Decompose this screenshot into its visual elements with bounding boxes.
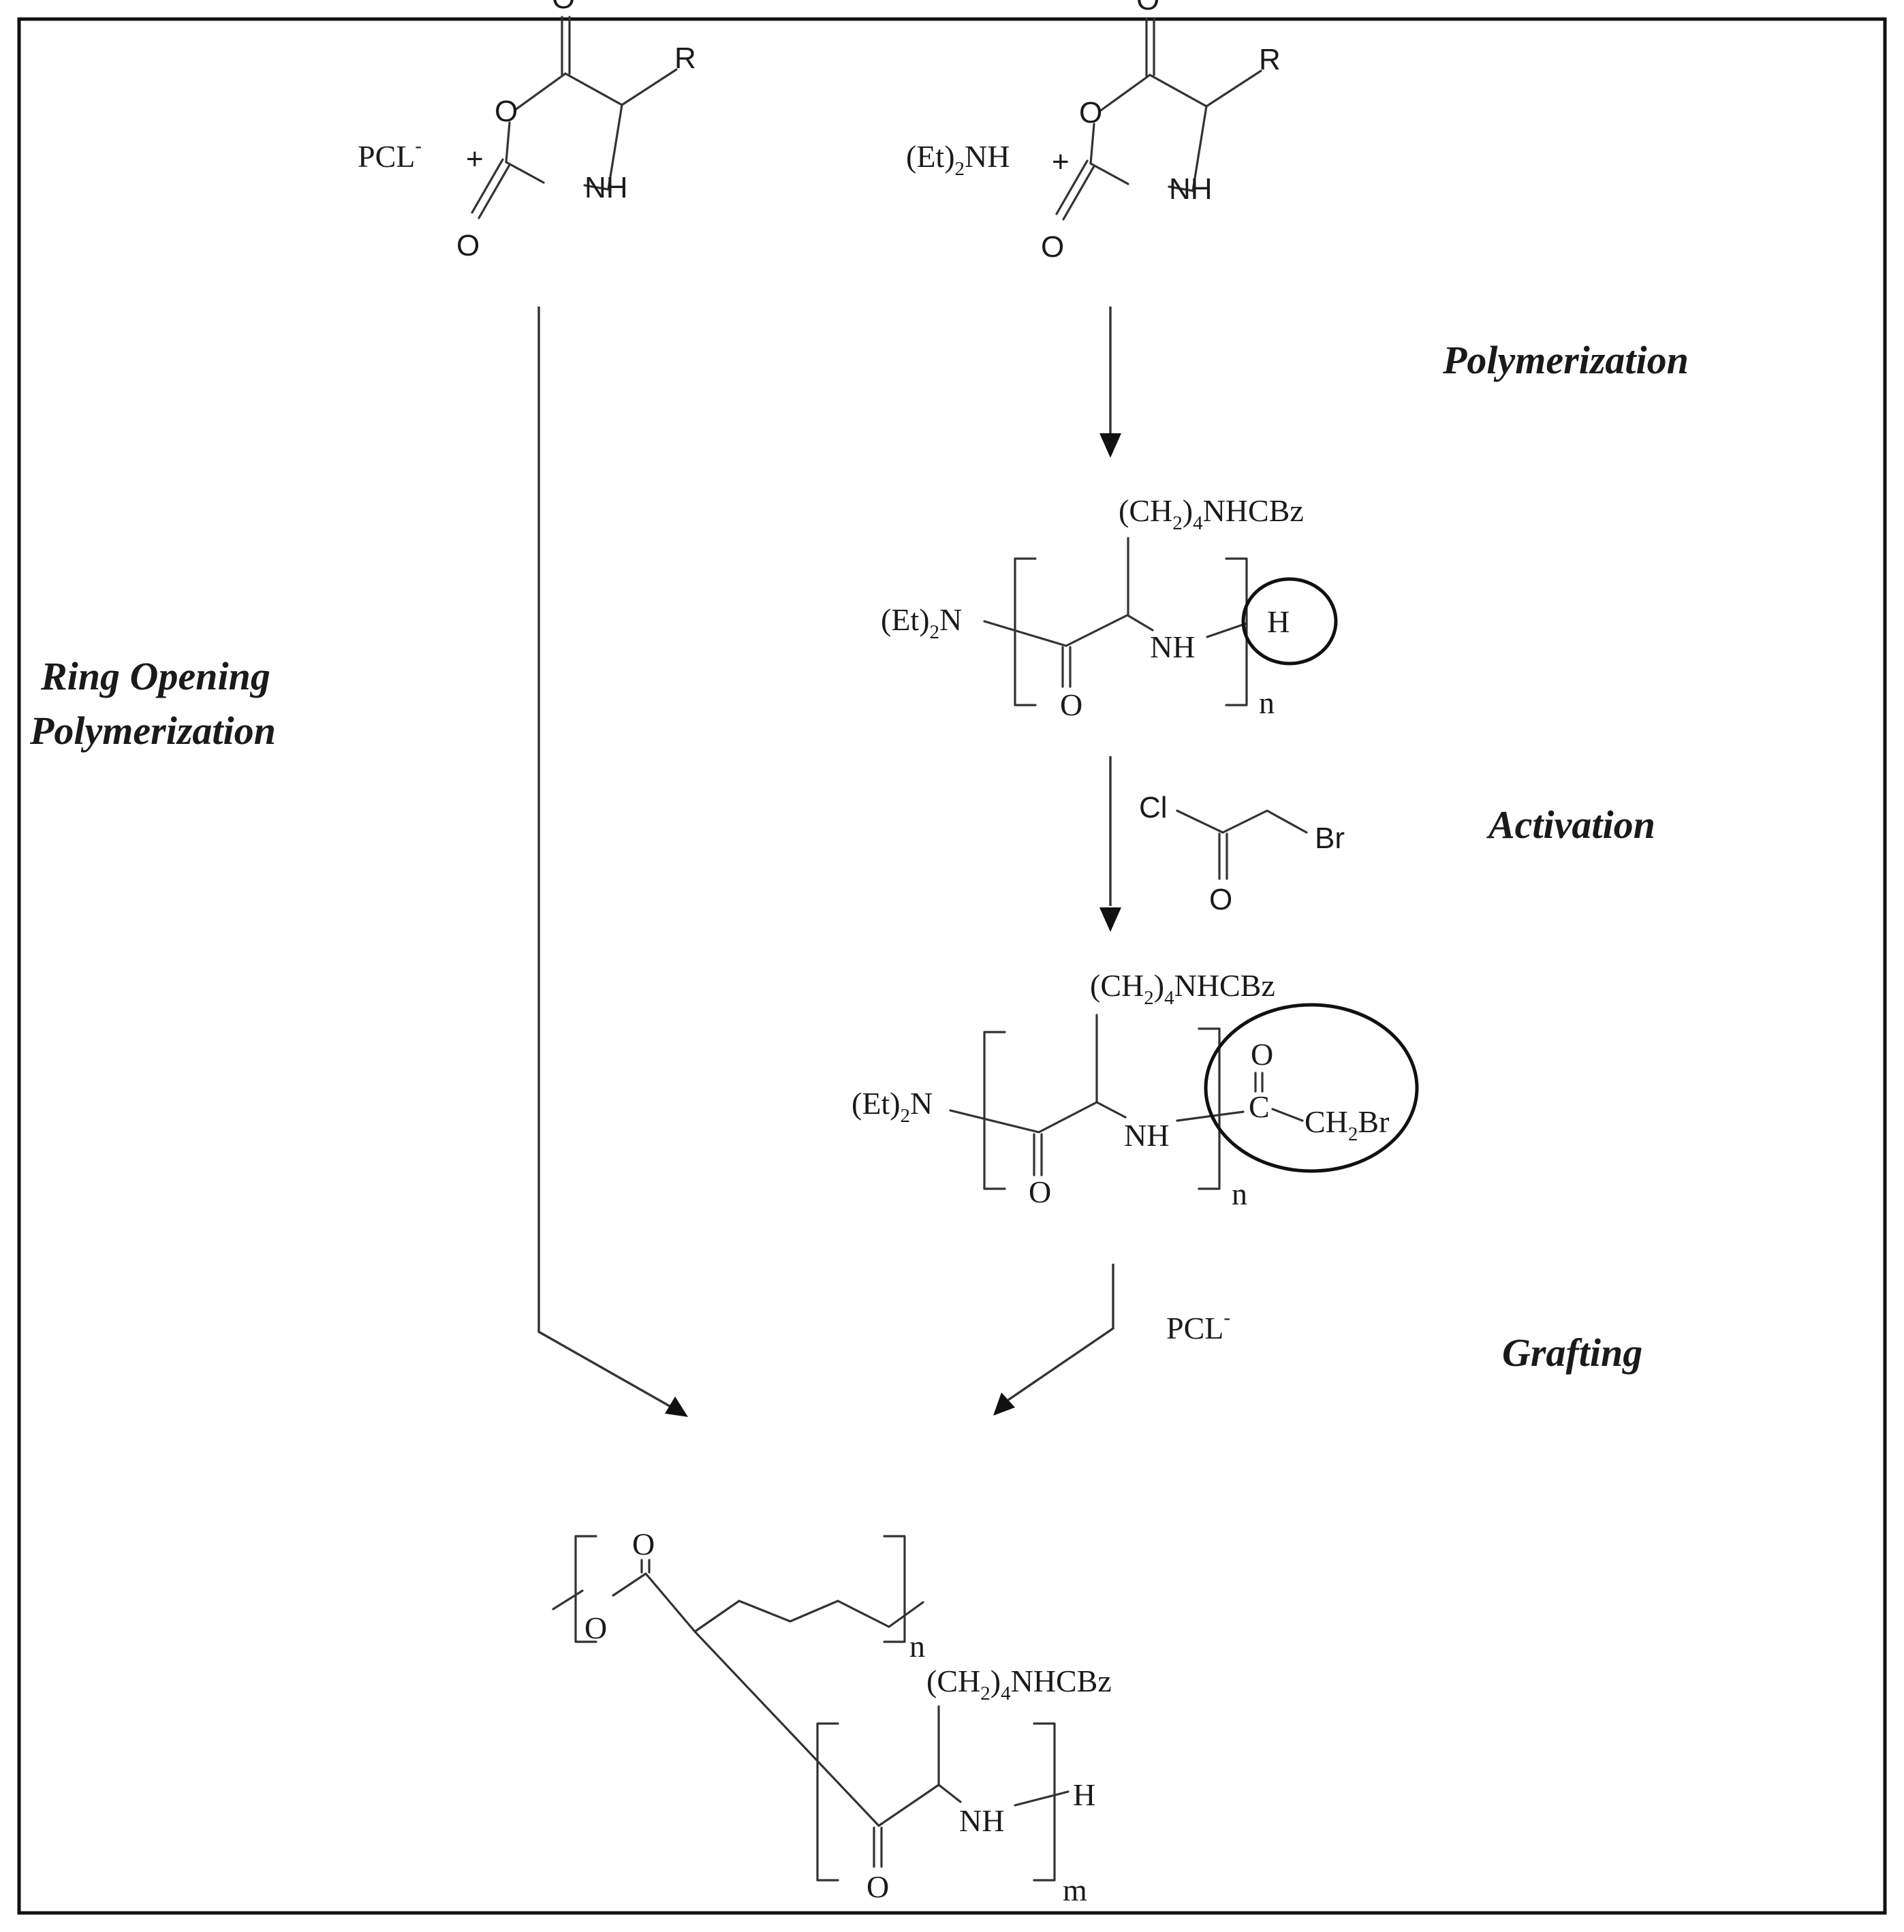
reactant-diethylamine: (Et)2NH bbox=[906, 139, 1010, 180]
svg-text:O: O bbox=[1060, 687, 1082, 722]
step-label-grafting: Grafting bbox=[1502, 1330, 1642, 1375]
graft-reagent-pcl-anion: PCL- bbox=[1166, 1307, 1230, 1345]
svg-text:H: H bbox=[1073, 1777, 1095, 1812]
reagent-bromoacetyl-chloride: Cl O Br bbox=[1139, 791, 1345, 916]
svg-text:NH: NH bbox=[1124, 1118, 1169, 1153]
svg-text:C: C bbox=[1249, 1089, 1270, 1124]
svg-text:O: O bbox=[1079, 96, 1102, 129]
svg-text:(CH2)4NHCBz: (CH2)4NHCBz bbox=[926, 1664, 1112, 1704]
svg-text:O: O bbox=[456, 229, 480, 262]
svg-text:Br: Br bbox=[1315, 822, 1345, 855]
svg-text:(CH2)4NHCBz: (CH2)4NHCBz bbox=[1119, 493, 1304, 534]
svg-text:NH: NH bbox=[1169, 172, 1213, 206]
step-label-activation: Activation bbox=[1486, 803, 1655, 847]
svg-text:(CH2)4NHCBz: (CH2)4NHCBz bbox=[1090, 968, 1275, 1009]
svg-text:O: O bbox=[1041, 230, 1064, 264]
svg-text:O: O bbox=[495, 95, 518, 128]
svg-text:(Et)2N: (Et)2N bbox=[881, 602, 962, 643]
svg-text:PCL-: PCL- bbox=[358, 135, 422, 174]
plus-sign-right: + bbox=[1052, 145, 1070, 178]
svg-text:O: O bbox=[1136, 0, 1159, 16]
svg-text:O: O bbox=[867, 1869, 889, 1904]
step-label-polymerization: Polymerization bbox=[1442, 338, 1689, 382]
svg-text:(Et)2N: (Et)2N bbox=[852, 1086, 933, 1127]
svg-text:n: n bbox=[1232, 1177, 1247, 1211]
highlight-circle-bromoacetyl bbox=[1204, 1003, 1419, 1173]
svg-text:O: O bbox=[1029, 1174, 1051, 1209]
svg-text:(Et)2NH: (Et)2NH bbox=[906, 139, 1010, 180]
polylysine-cbz: (CH2)4NHCBz (Et)2N NH O n H bbox=[881, 493, 1338, 722]
svg-text:Cl: Cl bbox=[1139, 791, 1168, 824]
svg-text:O: O bbox=[584, 1610, 607, 1645]
svg-text:R: R bbox=[674, 42, 696, 75]
nca-ring-left: O O NH R O bbox=[456, 0, 696, 262]
svg-text:CH2Br: CH2Br bbox=[1305, 1104, 1389, 1145]
nca-ring-right: O O NH R O bbox=[1041, 0, 1281, 264]
arrow-ring-opening-polymerization bbox=[537, 307, 688, 1417]
svg-text:m: m bbox=[1063, 1873, 1087, 1907]
scheme-frame bbox=[17, 17, 1887, 1915]
step-label-ring-opening-1: Ring Opening bbox=[40, 654, 270, 698]
step-label-ring-opening-2: Polymerization bbox=[29, 708, 276, 753]
arrow-polymerization bbox=[1099, 307, 1121, 458]
svg-text:n: n bbox=[1259, 685, 1275, 720]
svg-text:n: n bbox=[909, 1629, 925, 1664]
svg-text:H: H bbox=[1267, 604, 1290, 639]
svg-text:O: O bbox=[552, 0, 575, 15]
svg-text:R: R bbox=[1259, 43, 1281, 76]
plus-sign-left: + bbox=[466, 142, 484, 176]
svg-text:NH: NH bbox=[584, 171, 628, 204]
svg-text:O: O bbox=[632, 1527, 655, 1561]
svg-text:O: O bbox=[1251, 1037, 1273, 1072]
svg-text:NH: NH bbox=[959, 1803, 1004, 1838]
reactant-pcl-anion: PCL- bbox=[358, 135, 422, 174]
graft-copolymer-product: O O n (CH2)4NHCBz NH H O m bbox=[552, 1527, 1112, 1907]
svg-text:NH: NH bbox=[1150, 629, 1195, 664]
arrow-grafting bbox=[993, 1264, 1114, 1416]
activated-polylysine: (CH2)4NHCBz (Et)2N NH O n O C CH2Br bbox=[852, 968, 1419, 1211]
highlight-circle-terminal-h bbox=[1241, 577, 1338, 666]
svg-text:O: O bbox=[1209, 883, 1232, 916]
arrow-activation bbox=[1099, 756, 1121, 932]
